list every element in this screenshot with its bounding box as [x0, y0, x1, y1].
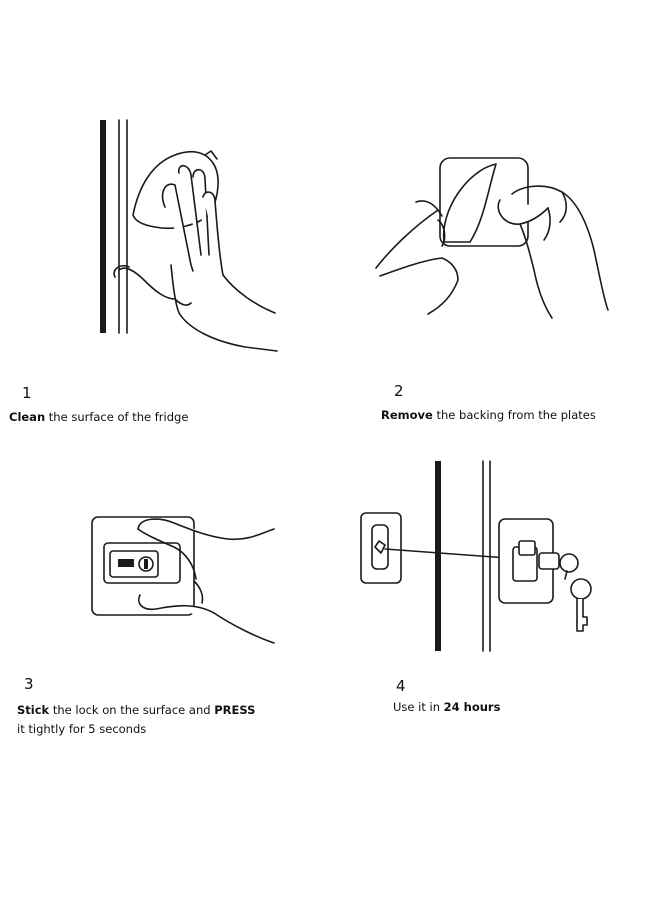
- step-caption-emphasis: 24 hours: [443, 700, 501, 714]
- step-number: 3: [24, 675, 34, 693]
- step-caption-text: it tightly for 5 seconds: [17, 722, 147, 736]
- step-caption-emphasis: PRESS: [214, 703, 256, 717]
- step-caption-emphasis: Stick: [17, 703, 50, 717]
- step-number: 2: [394, 382, 404, 400]
- installed-lock-with-keys-icon: [355, 455, 610, 655]
- step-caption: it tightly for 5 seconds: [17, 720, 146, 738]
- step-caption: Remove the backing from the plates: [381, 406, 596, 424]
- hand-pressing-lock-icon: [90, 513, 280, 653]
- step-caption: Stick the lock on the surface and PRESS: [17, 701, 255, 719]
- step-caption-text: the lock on the surface and: [49, 703, 215, 717]
- step-caption-text: Use it in: [393, 700, 444, 714]
- hand-wiping-fridge-icon: [95, 115, 285, 360]
- step-caption-text: the surface of the fridge: [45, 410, 189, 424]
- step-caption-text: the backing from the plates: [432, 408, 596, 422]
- step-number: 1: [22, 384, 32, 402]
- step-caption-emphasis: Remove: [381, 408, 433, 422]
- hands-peeling-backing-icon: [372, 150, 617, 330]
- step-number: 4: [396, 677, 406, 695]
- step-caption: Use it in 24 hours: [393, 698, 500, 716]
- step-caption: Clean the surface of the fridge: [9, 408, 188, 426]
- step-caption-emphasis: Clean: [9, 410, 46, 424]
